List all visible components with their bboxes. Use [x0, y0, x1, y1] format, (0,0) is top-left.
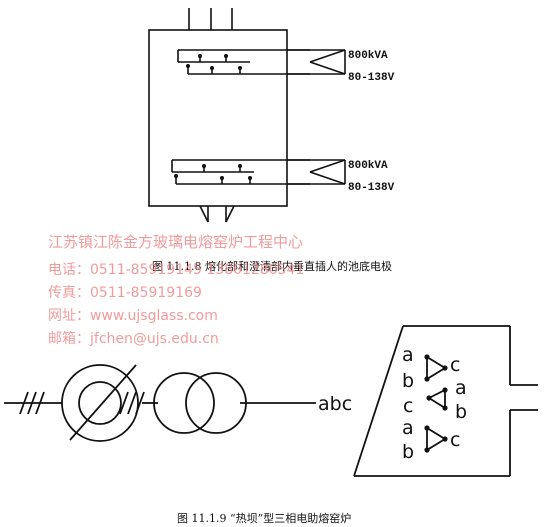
svg-text:c: c [450, 354, 460, 376]
svg-text:a: a [402, 344, 414, 366]
transformer-top-voltage: 80-138V [348, 72, 395, 84]
transformer-top-power: 800kVA [348, 50, 388, 62]
watermark-phone: 电话：0511-85919145 13801280541 [48, 262, 304, 278]
svg-text:c: c [450, 429, 460, 451]
phase-label-abc: abc [318, 393, 352, 415]
furnace-thermal-dam [353, 325, 538, 477]
regulating-transformer [61, 364, 139, 442]
power-transformer-secondary [185, 372, 247, 434]
electrode-dots-top [186, 54, 242, 70]
transformer-bottom-symbol [287, 159, 346, 185]
three-phase-circuit [4, 325, 538, 477]
watermark-email: 邮箱：jfchen@ujs.edu.cn [48, 331, 219, 347]
electrode-group-bottom [171, 159, 310, 185]
watermark-fax: 传真：0511-85919169 [48, 285, 202, 301]
electrode-group-top [177, 49, 310, 75]
regulation-arrow [69, 364, 137, 441]
svg-text:a: a [402, 417, 414, 439]
electrode-dots-bottom [174, 164, 252, 180]
furnace-body [148, 29, 288, 207]
terminal-labels: a b c c a b a b c [402, 344, 467, 463]
watermark-website: 网址：www.ujsglass.com [48, 308, 218, 324]
transformer-bottom-voltage: 80-138V [348, 182, 395, 194]
svg-text:b: b [455, 401, 467, 423]
svg-text:b: b [402, 370, 414, 392]
svg-text:a: a [455, 377, 467, 399]
svg-text:c: c [403, 395, 413, 417]
watermark: 江苏镇江陈金方玻璃电熔窑炉工程中心 电话：0511-85919145 13801… [48, 233, 304, 347]
phase-slashes-middle [119, 391, 145, 415]
phase-slashes-left [19, 391, 45, 415]
caption-figure-11-1-8: 图 11.1.8 熔化部和澄清部内垂直插人的池底电极 [152, 259, 392, 273]
caption-figure-11-1-9: 图 11.1.9 “热坝”型三相电助熔窑炉 [177, 511, 351, 525]
transformer-top-symbol [287, 49, 346, 75]
svg-text:b: b [402, 441, 414, 463]
power-transformer-primary [153, 372, 215, 434]
transformer-bottom-power: 800kVA [348, 160, 388, 172]
furnace-figure-11-1-8 [148, 8, 346, 223]
watermark-company: 江苏镇江陈金方玻璃电熔窑炉工程中心 [48, 233, 303, 251]
electrode-triangles [426, 355, 447, 452]
